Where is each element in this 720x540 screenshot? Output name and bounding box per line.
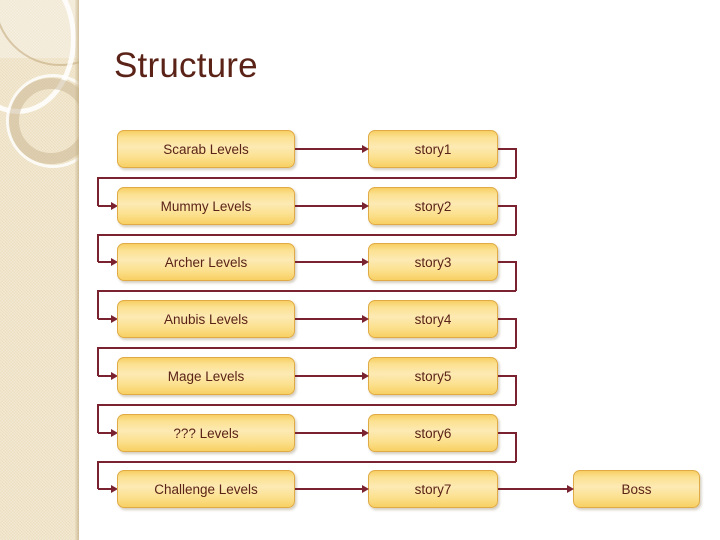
arrowhead-story-to-boss (567, 485, 574, 493)
level-box-4-label: Anubis Levels (163, 311, 249, 327)
arrowhead-level-to-story-2 (362, 202, 369, 210)
story-box-6-label: story6 (414, 425, 452, 441)
level-box-2-label: Mummy Levels (160, 198, 252, 214)
arrowhead-into-level-7 (111, 485, 118, 493)
story-box-4[interactable]: story4 (368, 300, 498, 338)
connector-story-out-2 (498, 205, 516, 207)
story-box-4-label: story4 (414, 311, 452, 327)
connector-story-out-1 (498, 148, 516, 150)
connector-story-out-4 (498, 318, 516, 320)
arrowhead-level-to-story-3 (362, 258, 369, 266)
connector-into-level-4 (98, 318, 112, 320)
connector-into-level-6 (98, 432, 112, 434)
arrowhead-level-to-story-1 (362, 145, 369, 153)
level-box-7-label: Challenge Levels (154, 481, 258, 497)
connector-level-to-story-5 (295, 375, 363, 377)
connector-down-2 (515, 205, 517, 235)
connector-level-to-story-3 (295, 261, 363, 263)
page-title: Structure (114, 46, 258, 85)
level-box-1[interactable]: Scarab Levels (117, 130, 295, 168)
connector-down-5 (515, 375, 517, 405)
connector-into-level-2 (98, 205, 112, 207)
connector-story-out-6 (498, 432, 516, 434)
boss-box[interactable]: Boss (573, 470, 700, 508)
story-box-6[interactable]: story6 (368, 414, 498, 452)
connector-rail-4 (98, 347, 516, 349)
arrowhead-level-to-story-6 (362, 429, 369, 437)
connector-rail-6 (98, 461, 516, 463)
arrowhead-into-level-5 (111, 372, 118, 380)
connector-rail-1 (98, 177, 516, 179)
story-box-7[interactable]: story7 (368, 470, 498, 508)
connector-down-6 (515, 432, 517, 462)
connector-down-3 (515, 261, 517, 291)
arrowhead-into-level-4 (111, 315, 118, 323)
level-box-6-label: ??? Levels (173, 425, 239, 441)
connector-up-1 (97, 177, 99, 206)
boss-box-label: Boss (621, 481, 652, 497)
arrowhead-into-level-2 (111, 202, 118, 210)
sidebar-edge (75, 0, 79, 540)
arrowhead-level-to-story-4 (362, 315, 369, 323)
connector-up-2 (97, 234, 99, 262)
connector-story-to-boss (498, 488, 568, 490)
connector-up-5 (97, 404, 99, 433)
story-box-2-label: story2 (414, 198, 452, 214)
story-box-5[interactable]: story5 (368, 357, 498, 395)
arrowhead-level-to-story-5 (362, 372, 369, 380)
level-box-3-label: Archer Levels (164, 254, 248, 270)
level-box-1-label: Scarab Levels (163, 141, 249, 157)
level-box-2[interactable]: Mummy Levels (117, 187, 295, 225)
level-box-5-label: Mage Levels (167, 368, 245, 384)
connector-into-level-3 (98, 261, 112, 263)
arrowhead-into-level-6 (111, 429, 118, 437)
story-box-5-label: story5 (414, 368, 452, 384)
connector-level-to-story-7 (295, 488, 363, 490)
connector-story-out-5 (498, 375, 516, 377)
connector-level-to-story-1 (295, 148, 363, 150)
level-box-7[interactable]: Challenge Levels (117, 470, 295, 508)
connector-down-1 (515, 148, 517, 178)
story-box-1-label: story1 (414, 141, 452, 157)
story-box-1[interactable]: story1 (368, 130, 498, 168)
story-box-7-label: story7 (414, 481, 452, 497)
arrowhead-into-level-3 (111, 258, 118, 266)
story-box-3-label: story3 (414, 254, 452, 270)
connector-down-4 (515, 318, 517, 348)
connector-rail-3 (98, 290, 516, 292)
connector-level-to-story-2 (295, 205, 363, 207)
connector-into-level-7 (98, 488, 112, 490)
story-box-3[interactable]: story3 (368, 243, 498, 281)
connector-into-level-5 (98, 375, 112, 377)
connector-up-6 (97, 461, 99, 489)
decorative-sidebar (0, 0, 79, 540)
arrowhead-level-to-story-7 (362, 485, 369, 493)
level-box-6[interactable]: ??? Levels (117, 414, 295, 452)
story-box-2[interactable]: story2 (368, 187, 498, 225)
connector-level-to-story-6 (295, 432, 363, 434)
level-box-3[interactable]: Archer Levels (117, 243, 295, 281)
connector-up-4 (97, 347, 99, 376)
decorative-arc-white-middle (6, 74, 79, 168)
connector-rail-2 (98, 234, 516, 236)
level-box-4[interactable]: Anubis Levels (117, 300, 295, 338)
level-box-5[interactable]: Mage Levels (117, 357, 295, 395)
connector-up-3 (97, 290, 99, 319)
connector-story-out-3 (498, 261, 516, 263)
connector-level-to-story-4 (295, 318, 363, 320)
connector-rail-5 (98, 404, 516, 406)
